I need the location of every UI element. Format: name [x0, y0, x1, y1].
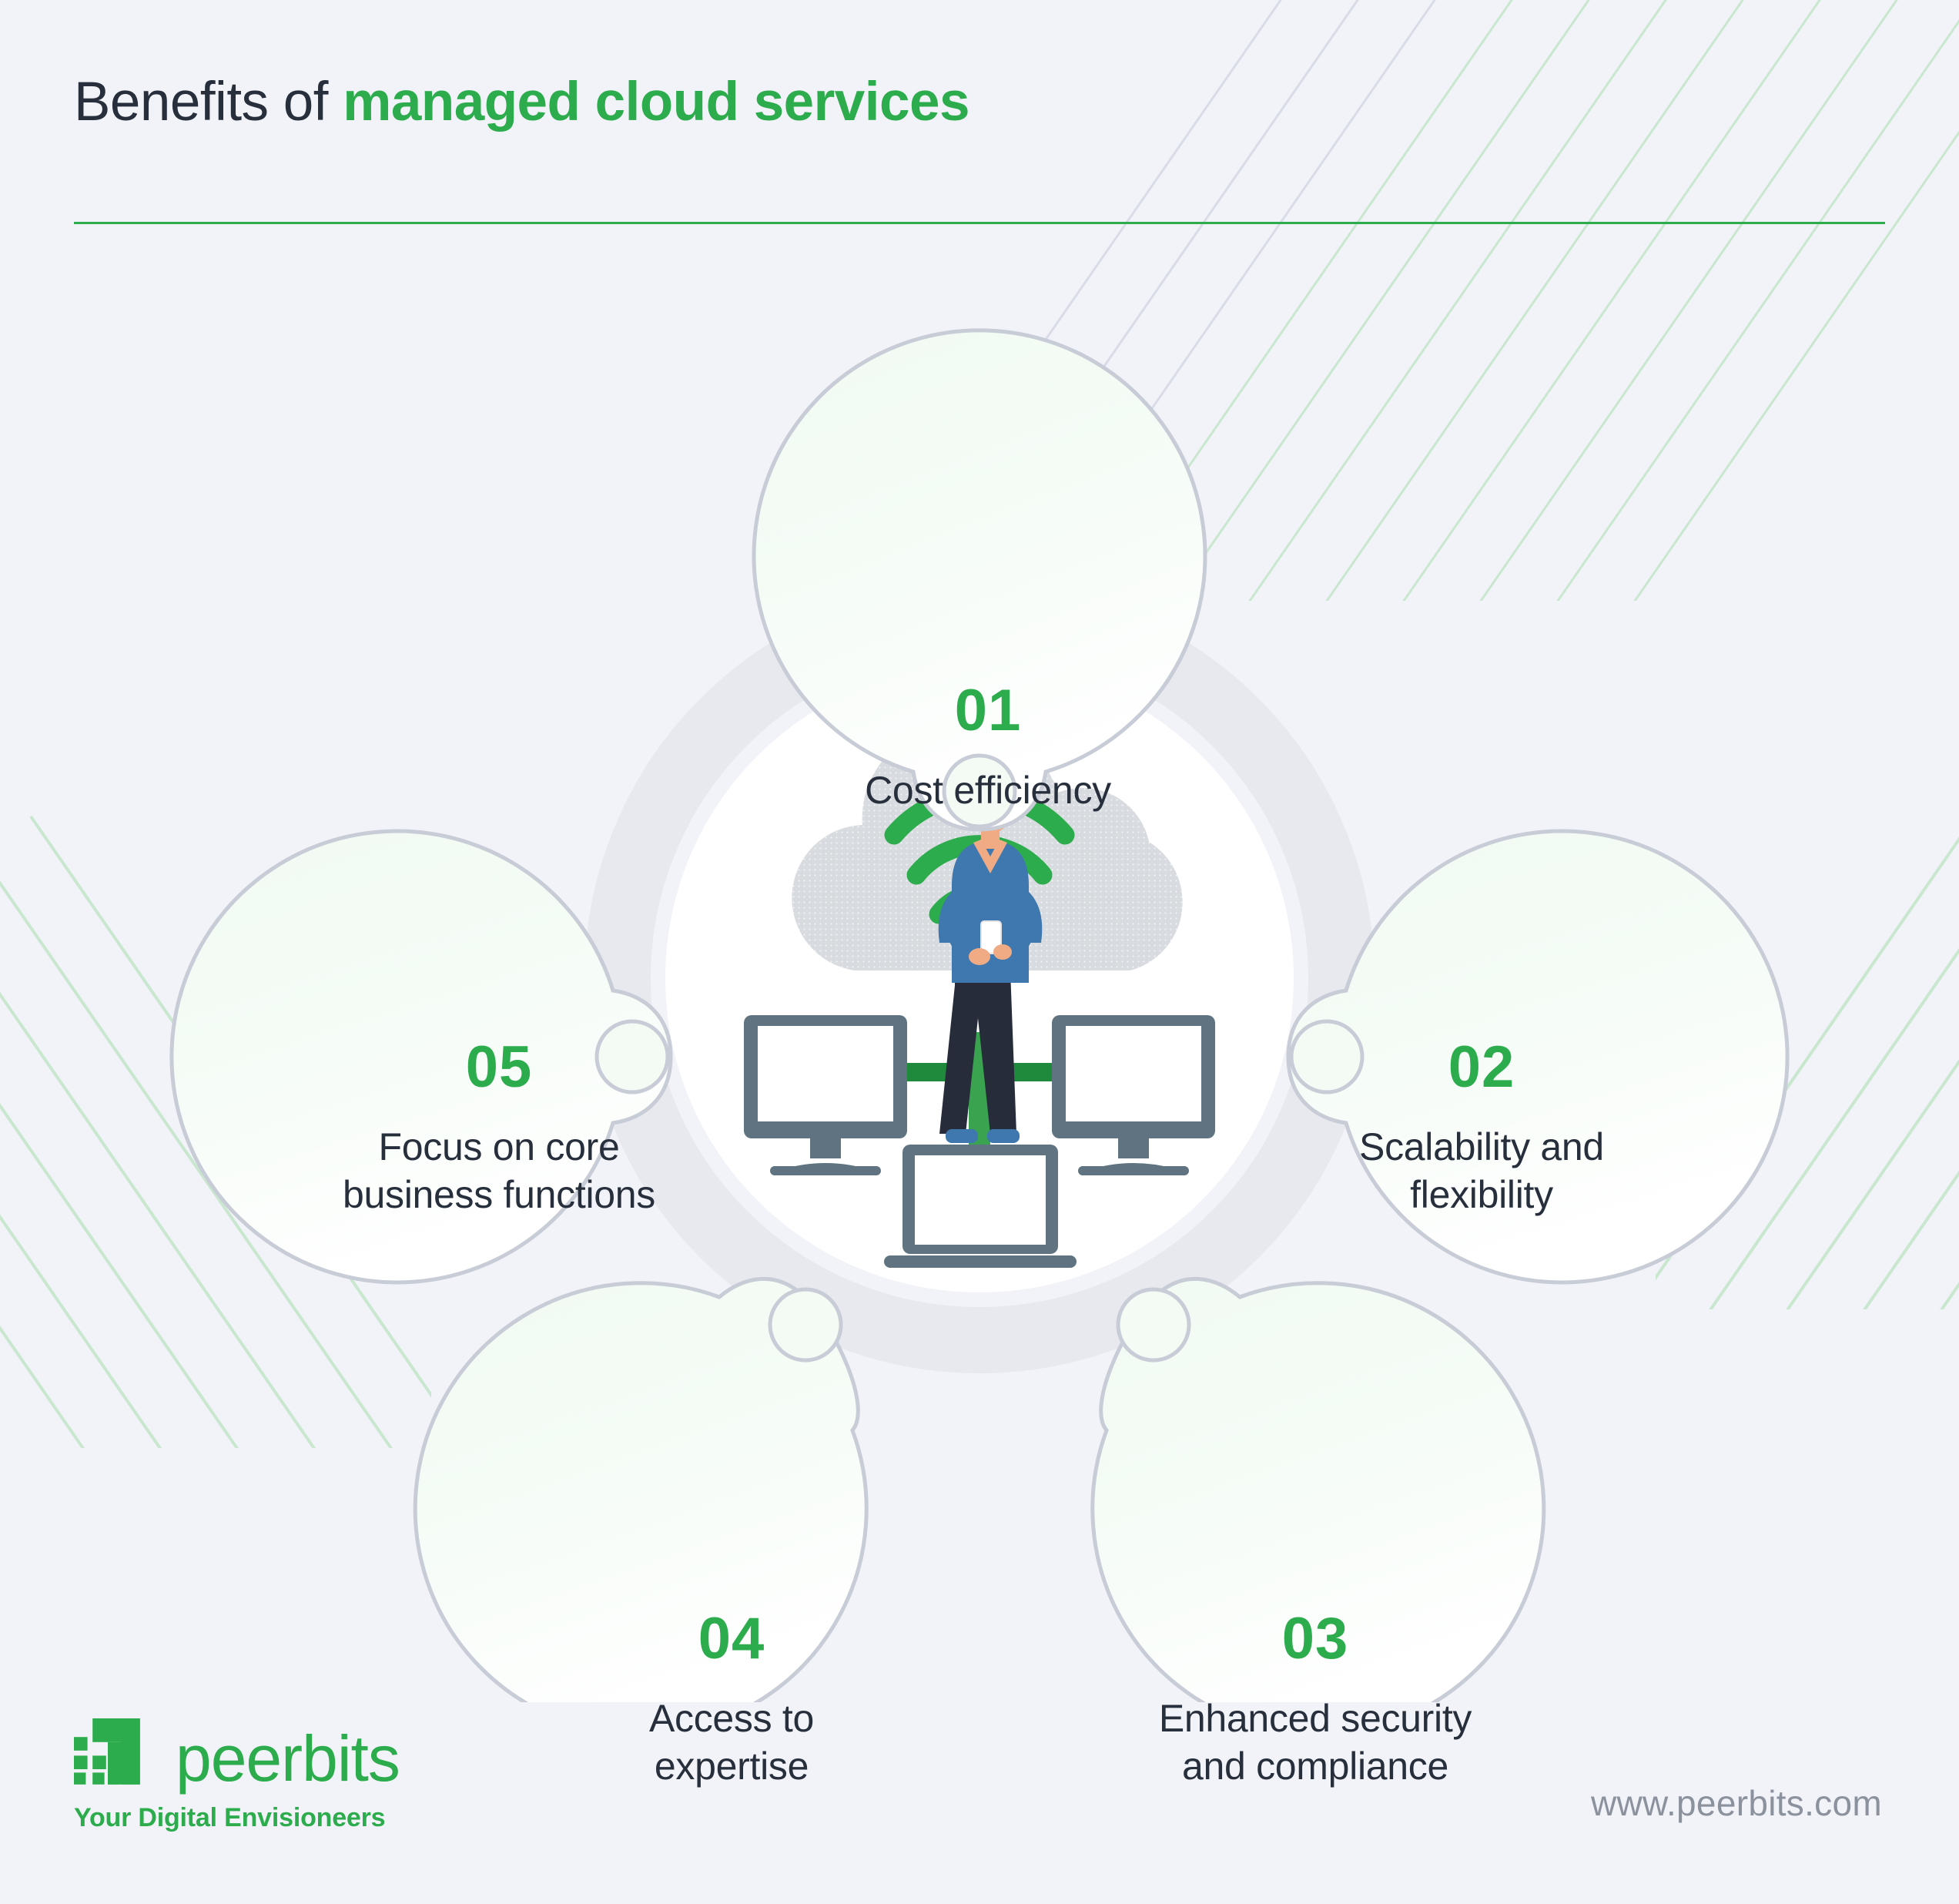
monitor-left	[744, 1015, 907, 1175]
peerbits-mosaic-icon	[74, 1718, 140, 1785]
cloud-network-illustration	[744, 722, 1215, 1268]
brand-tagline: Your Digital Envisioneers	[74, 1803, 386, 1832]
node-03[interactable]	[1090, 1277, 1546, 1702]
benefits-wheel-diagram: 01 Cost efficiency 02 Scalability and fl…	[0, 254, 1959, 1788]
site-url: www.peerbits.com	[1590, 1783, 1882, 1823]
node-04[interactable]	[413, 1277, 869, 1702]
page-title-prefix: Benefits of	[74, 72, 343, 132]
brand-logo[interactable]: peerbits Your Digital Envisioneers	[74, 1718, 400, 1833]
laptop	[884, 1145, 1077, 1268]
peerbits-wordmark: peerbits	[176, 1721, 400, 1795]
page-title-accent: managed cloud services	[343, 72, 969, 132]
footer: peerbits Your Digital Envisioneers www.p…	[0, 1642, 1959, 1904]
page-title: Benefits of managed cloud services	[74, 71, 969, 133]
monitor-right	[1052, 1015, 1215, 1175]
diagram-svg	[169, 328, 1790, 1702]
title-divider	[74, 222, 1885, 224]
